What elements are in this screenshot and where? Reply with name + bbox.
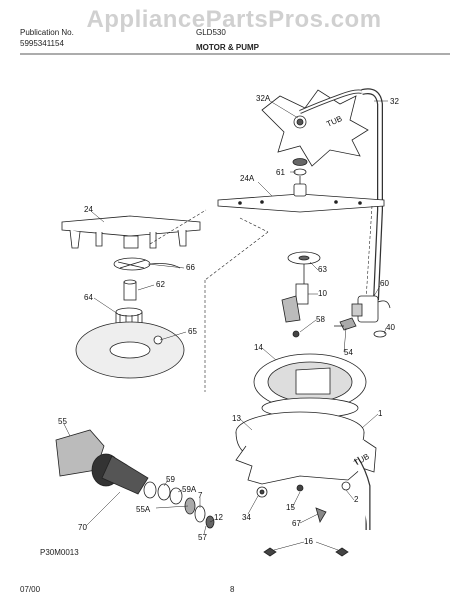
callout-63: 63 [318,265,327,274]
callout-16: 16 [304,537,313,546]
callout-67: 67 [292,519,301,528]
callout-7: 7 [198,491,203,500]
inlet-valve [334,295,391,338]
sump-base [235,411,377,530]
filter-assembly [75,279,185,379]
callout-60: 60 [380,279,389,288]
publication-label: Publication No. [20,28,74,37]
publication-number: 5995341154 [20,39,64,48]
callout-1: 1 [378,409,383,418]
callout-leaders [63,100,388,551]
callout-32A: 32A [256,94,271,103]
callout-61: 61 [276,168,285,177]
footer-page: 8 [230,585,235,594]
page-title: MOTOR & PUMP [196,43,259,52]
callout-32: 32 [390,97,399,106]
seal-stack [157,483,215,529]
impeller-66 [113,257,181,271]
callout-59: 59 [166,475,175,484]
watermark-text: AppliancePartsPros.com [86,6,382,33]
callout-62: 62 [156,280,165,289]
figure-code: P30M0013 [40,548,79,557]
sump-cover [253,353,367,419]
motor-55 [55,429,157,499]
pump-head [281,251,321,338]
callout-54: 54 [344,348,353,357]
callout-70: 70 [78,523,87,532]
callout-15: 15 [286,503,295,512]
callout-10: 10 [318,289,327,298]
callout-66: 66 [186,263,195,272]
callout-55: 55 [58,417,67,426]
callout-64: 64 [84,293,93,302]
callout-24: 24 [84,205,93,214]
small-hardware [256,481,351,557]
callout-55A: 55A [136,505,151,514]
callout-2: 2 [354,495,359,504]
callout-13: 13 [232,414,241,423]
model-number: GLD530 [196,28,226,37]
callout-14: 14 [254,343,263,352]
callout-58: 58 [316,315,325,324]
lower-spray-arm [61,215,201,249]
callout-59A: 59A [182,485,197,494]
upper-spray-arm [217,183,385,213]
upper-tub-section [261,88,383,301]
footer-date: 07/00 [20,585,41,594]
callout-34: 34 [242,513,251,522]
callout-12: 12 [214,513,223,522]
callout-24A: 24A [240,174,255,183]
callout-65: 65 [188,327,197,336]
leader-lines [149,205,373,392]
callout-57: 57 [198,533,207,542]
callout-40: 40 [386,323,395,332]
